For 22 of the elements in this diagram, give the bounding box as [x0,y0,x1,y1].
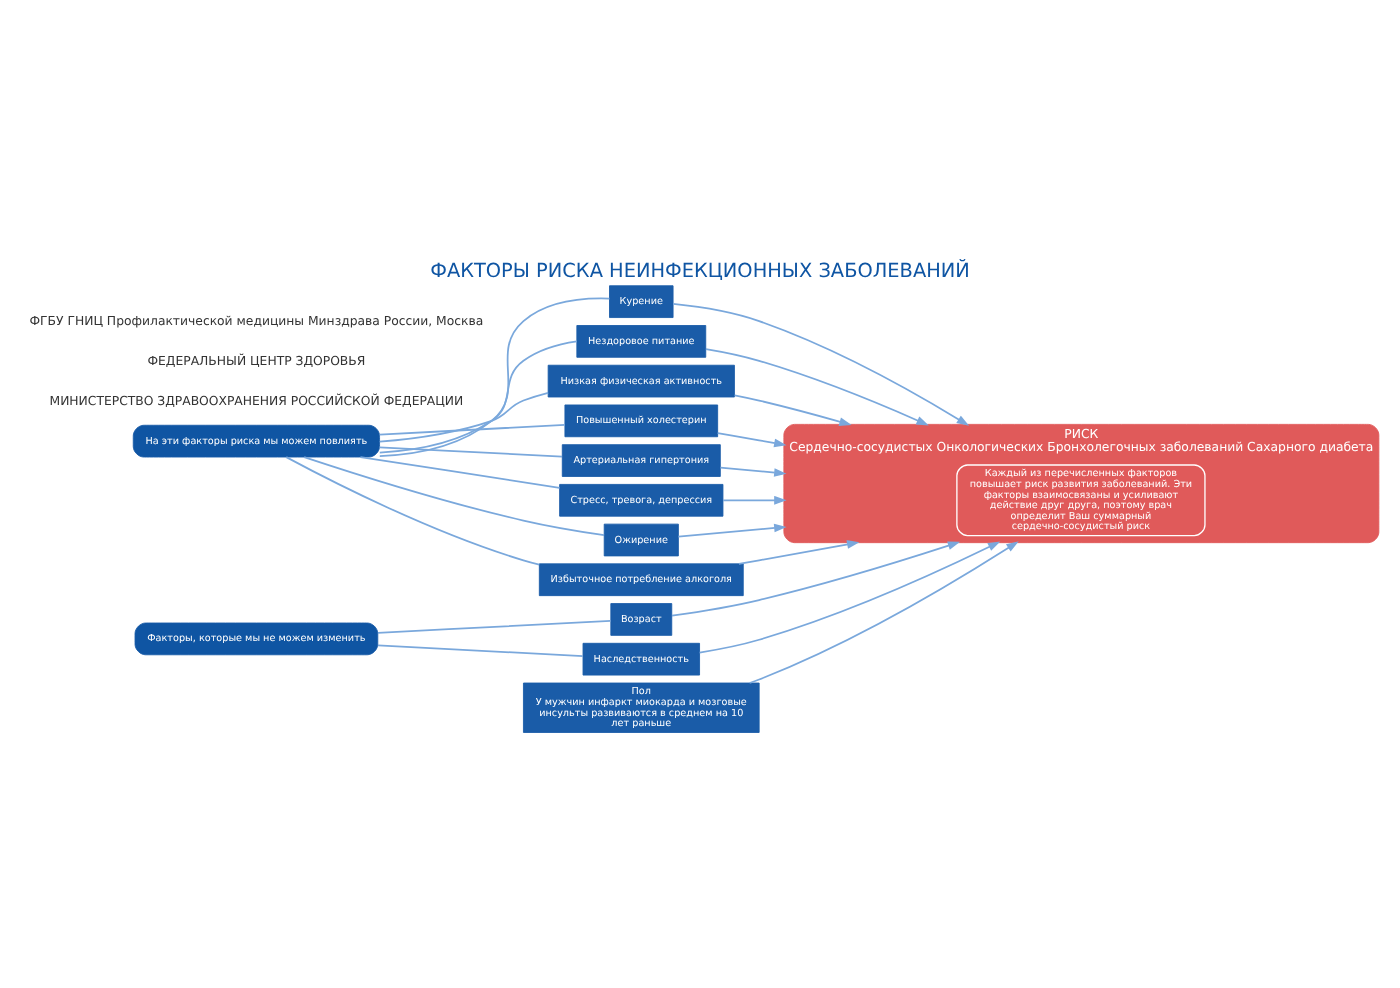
connector [359,455,561,488]
connector [378,422,566,435]
connector [377,643,584,657]
connector [378,339,578,453]
connector [378,296,611,456]
arrow [719,465,787,476]
arrow [716,431,787,447]
arrow [705,347,929,425]
arrow [748,540,1019,683]
arrow [672,302,970,425]
connector [378,445,563,457]
arrow [698,540,1001,653]
arrow [677,522,787,537]
arrow [738,539,860,564]
arrow [733,393,852,425]
connector [303,455,605,536]
connector [377,619,612,633]
connector [285,455,541,565]
arrow [671,540,961,616]
diagram-title: ФАКТОРЫ РИСКА НЕИНФЕКЦИОННЫХ ЗАБОЛЕВАНИЙ [430,259,970,282]
connector [378,390,550,442]
arrow [722,494,787,504]
